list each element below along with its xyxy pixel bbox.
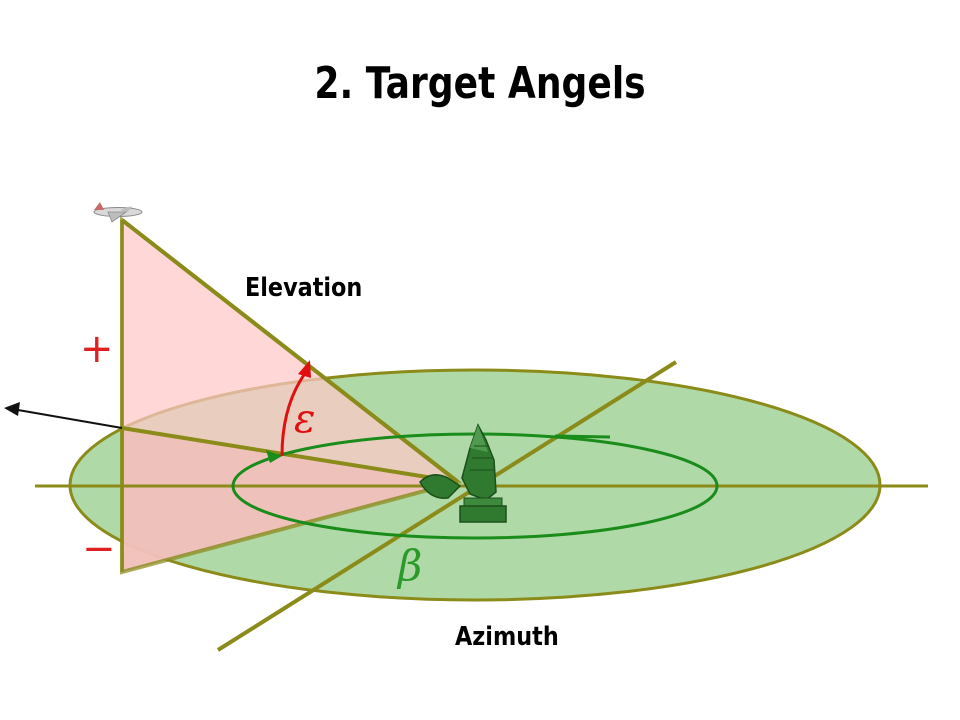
elevation-arc-arrowhead [298, 360, 311, 378]
plus-sign: + [80, 326, 114, 372]
beta-symbol: β [396, 541, 422, 590]
minus-sign: − [82, 526, 116, 572]
epsilon-symbol: ε [294, 396, 315, 442]
page-title: 2. Target Angels [314, 58, 646, 109]
azimuth-arc-arrowhead [266, 450, 282, 463]
reference-arrow-head [4, 402, 20, 416]
reference-arrow-line [17, 409, 123, 429]
diagonal-axis [216, 360, 678, 652]
elevation-arc [280, 371, 308, 457]
azimuth-label: Azimuth [455, 620, 559, 651]
elevation-label: Elevation [245, 271, 362, 302]
target-line [120, 218, 460, 484]
airplane-icon [93, 202, 143, 223]
azimuth-reference-tick [554, 434, 611, 439]
radar-antenna-icon [419, 423, 507, 523]
line-of-sight [121, 426, 459, 484]
